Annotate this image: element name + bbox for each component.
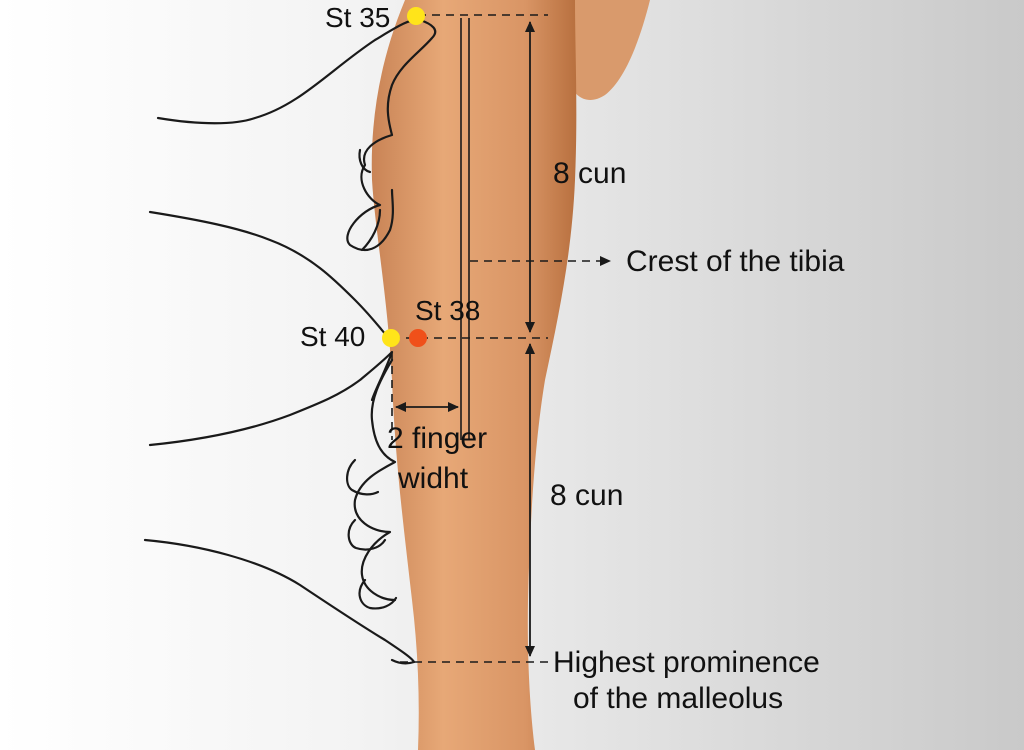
st40-label: St 40 bbox=[300, 321, 365, 352]
st35-label: St 35 bbox=[325, 2, 390, 33]
st38-point bbox=[409, 329, 427, 347]
hand-outline bbox=[143, 18, 437, 665]
other-leg bbox=[560, 0, 650, 100]
st35-point bbox=[407, 7, 425, 25]
finger-width-label-line2: widht bbox=[397, 462, 469, 495]
st40-point bbox=[382, 329, 400, 347]
malleolus-label-line2: of the malleolus bbox=[573, 682, 783, 715]
upper-cun-label: 8 cun bbox=[553, 157, 626, 190]
tibia-crest-label: Crest of the tibia bbox=[626, 245, 845, 278]
reference-lines bbox=[391, 14, 611, 663]
malleolus-label-line1: Highest prominence bbox=[553, 646, 820, 679]
finger-width-label-line1: 2 finger bbox=[387, 422, 487, 455]
tibia-crest-line bbox=[460, 18, 470, 440]
st38-label: St 38 bbox=[415, 295, 480, 326]
lower-cun-label: 8 cun bbox=[550, 479, 623, 512]
measurement-arrows bbox=[395, 21, 535, 657]
